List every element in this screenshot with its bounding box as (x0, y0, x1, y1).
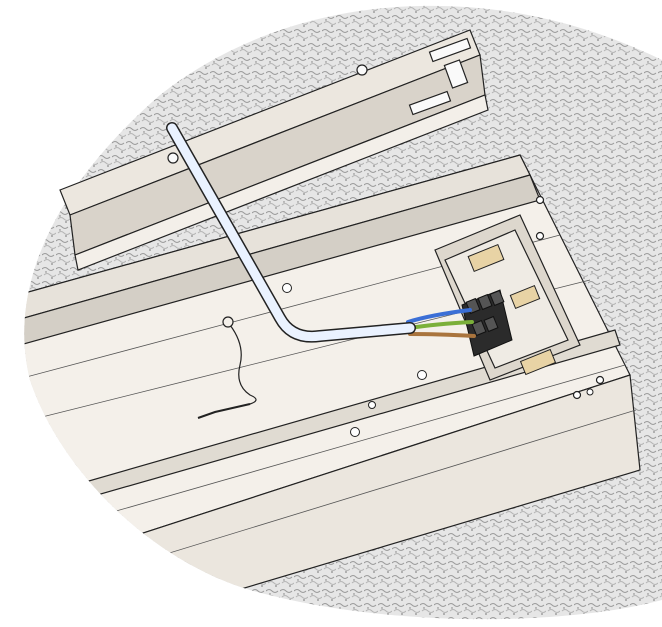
retaining-clips (467, 243, 557, 376)
mounting-rail (59, 29, 489, 271)
supply-cable (166, 122, 416, 343)
terminal-block (461, 289, 513, 357)
earth-lead (197, 316, 257, 419)
housing-screws (282, 283, 594, 437)
